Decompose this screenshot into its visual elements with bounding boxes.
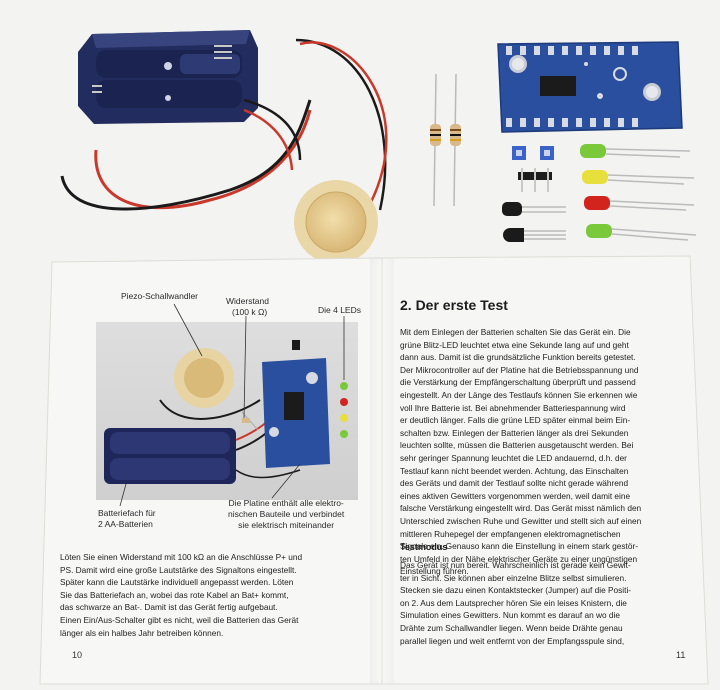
transistor — [503, 228, 566, 242]
left-body-text: Löten Sie einen Widerstand mit 100 kΩ an… — [60, 551, 366, 639]
right-body-line: grüne Blitz-LED leuchtet etwa eine Sekun… — [400, 339, 629, 350]
right-body-line: ten Umfeld in der Nähe elektrischer Gerä… — [400, 553, 638, 564]
caption-board-line1: Die Platine enthält alle elektro- — [228, 498, 344, 508]
right-body-line: eines aktiven Gewitters vorgenommen werd… — [400, 490, 631, 501]
booklet-photo — [96, 322, 358, 500]
right-body-text: Mit dem Einlegen der Batterien schalten … — [400, 326, 690, 578]
caption-piezo: Piezo-Schallwandler — [121, 291, 199, 301]
callout-lines — [119, 303, 345, 507]
right-body2-line: Drähte zum Schallwandler liegen. Wenn be… — [400, 622, 623, 633]
right-body2-line: on 2. Aus dem Lautsprecher hören Sie ein… — [400, 597, 627, 608]
pin-header — [518, 168, 552, 192]
right-body-line: Der Mikrocontroller auf der Platine hat … — [400, 364, 639, 375]
caption-resistor-line2: (100 k Ω) — [232, 307, 268, 317]
right-body-line: er deutlich länger. Falls die grüne LED … — [400, 415, 631, 426]
left-body-line: länger als ein halbes Jahr betreiben kön… — [60, 627, 224, 638]
caption-leds: Die 4 LEDs — [318, 305, 361, 315]
right-body-line: die Verstärkung der Empfängerschaltung ü… — [400, 377, 636, 388]
right-body-line: schalten bzw. Einlegen der Batterien län… — [400, 427, 629, 438]
red-wire — [94, 109, 312, 210]
right-body-line: dann aus. Damit ist die grundsätzliche F… — [400, 352, 636, 363]
right-body-line: sehr geringer Spannung leuchtet die LED … — [400, 452, 627, 463]
right-body2-line: ter in Sicht. Sie können aber einzelne B… — [400, 572, 627, 583]
leds-loose — [580, 144, 697, 241]
right-body-line: leuchten sollte, müssen die Batterien au… — [400, 440, 634, 451]
caption-battery-line2: 2 AA-Batterien — [98, 519, 153, 529]
right-body-line: mittleren Ruhepegel der empfangenen elek… — [400, 528, 621, 539]
right-body2-text: Das Gerät ist nun bereit. Wahrscheinlich… — [400, 559, 690, 647]
left-body-line: PS. Damit wird eine große Lautstärke des… — [60, 564, 297, 575]
black-wire — [60, 99, 312, 211]
piezo-disc — [294, 180, 378, 264]
right-body-line: des Geräts und damit der Testlauf sollte… — [400, 478, 629, 489]
caption-resistor-line1: Widerstand — [226, 296, 269, 306]
right-body-line: Testlauf kann nicht beendet werden. Acht… — [400, 465, 629, 476]
page-heading: 2. Der erste Test — [400, 297, 508, 313]
left-body-line: Später kann die Lautstärke individuell a… — [60, 577, 294, 588]
caption-battery: Batteriefach für 2 AA-Batterien — [98, 508, 156, 530]
subheading-testmodus: Testmodus — [400, 542, 448, 552]
right-body-line: Signale ein. Genauso kann die Einstellun… — [400, 541, 638, 552]
right-body-line: Unterschied zwischen Ruhe und Gewitter u… — [400, 515, 642, 526]
left-body-line: Einen Ein/Aus-Schalter gibt es nicht, we… — [60, 614, 299, 625]
right-body2-line: Das Gerät ist nun bereit. Wahrscheinlich… — [400, 560, 631, 570]
resistors — [430, 73, 461, 207]
right-body-line: eingestellt. An der Länge des Testlaufs … — [400, 389, 638, 400]
right-body2-line: Stecken sie dazu einen Kontaktstecker (J… — [400, 585, 632, 596]
caption-resistor: Widerstand (100 k Ω) — [226, 296, 269, 318]
caption-board-line3: sie elektrisch miteinander — [238, 520, 335, 530]
right-body-line: Mit dem Einlegen der Batterien schalten … — [400, 327, 631, 337]
left-body-line: Sie das Batteriefach an, wobei das rote … — [60, 589, 289, 600]
page-number-right: 11 — [676, 650, 686, 660]
left-body-line: das schwarze an Bat-. Damit ist das Gerä… — [60, 602, 278, 613]
caption-board-line2: nischen Bauteile und verbindet — [228, 509, 345, 519]
jumpers — [512, 146, 554, 160]
right-body2-line: Simulation eines Gewitters. Nun kommt es… — [400, 610, 620, 621]
right-body-line: voll Ihre Batterie ist. Bei abnehmender … — [400, 402, 626, 413]
caption-board: Die Platine enthält alle elektro- nische… — [228, 498, 344, 531]
page-number-left: 10 — [72, 650, 83, 660]
right-body2-line: parallel liegen und weit entfernt von de… — [400, 635, 625, 646]
pcb-board — [497, 41, 683, 133]
left-body-line: Löten Sie einen Widerstand mit 100 kΩ an… — [60, 552, 303, 562]
inductor — [502, 202, 566, 216]
battery-holder — [78, 30, 258, 124]
caption-battery-line1: Batteriefach für — [98, 508, 156, 518]
right-body-line: falsche Verstärkung eingestellt wird. Da… — [400, 503, 642, 514]
right-body-line: Einstellung führen. — [400, 566, 469, 577]
